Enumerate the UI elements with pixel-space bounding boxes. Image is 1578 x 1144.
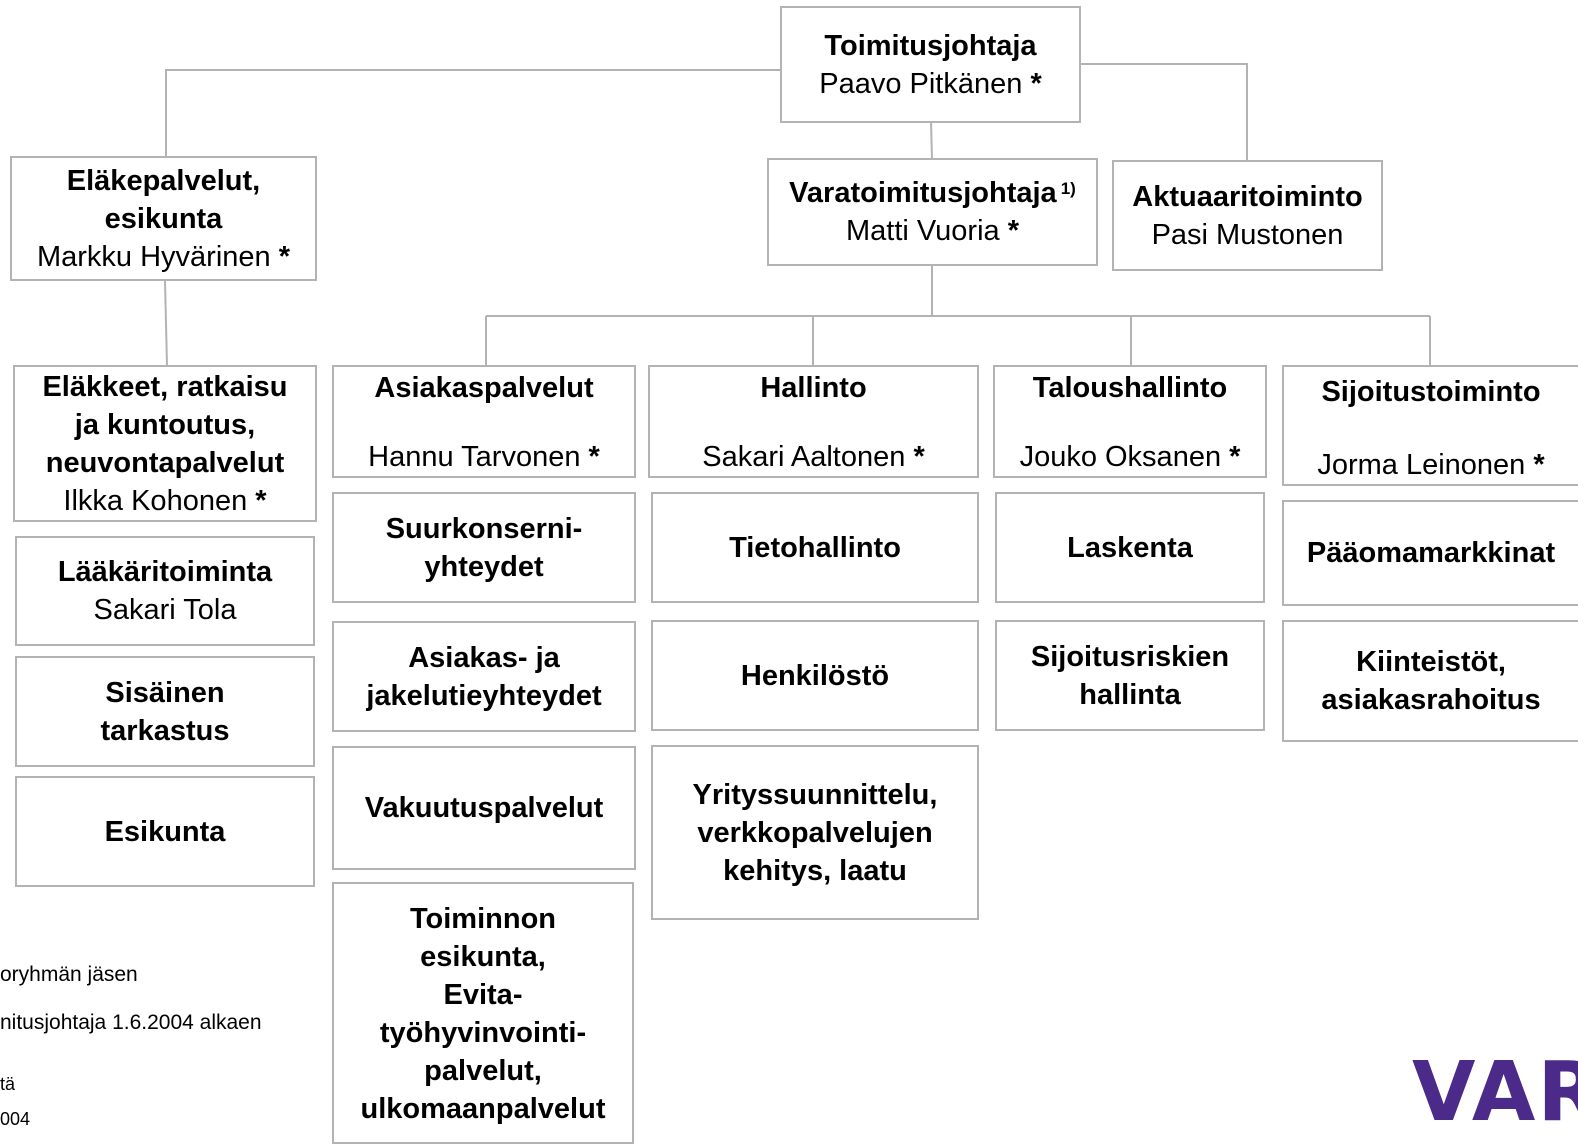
admin-name: Sakari Aaltonen (702, 441, 906, 473)
admin-division-box: Hallinto Sakari Aaltonen * (648, 365, 979, 478)
finance-division-box: Taloushallinto Jouko Oksanen * (993, 365, 1267, 478)
staff-box: Esikunta (15, 776, 315, 887)
investment-name: Jorma Leinonen (1317, 449, 1526, 481)
customer-unit-box: Vakuutuspalvelut (332, 746, 636, 870)
customer-name: Hannu Tarvonen (368, 441, 581, 473)
investment-mark: * (1533, 449, 1545, 481)
ceo-title: Toimitusjohtaja (824, 29, 1037, 62)
actuary-title: Aktuaaritoiminto (1132, 180, 1363, 213)
investment-unit-label: Kiinteistöt, (1356, 646, 1506, 678)
customer-unit-label: palvelut, (424, 1055, 542, 1087)
finance-title: Taloushallinto (1032, 372, 1228, 404)
admin-unit-label: Yrityssuunnittelu, (692, 778, 938, 811)
investment-unit-box: Kiinteistöt, asiakasrahoitus (1282, 620, 1578, 742)
footnote-line3: tä (0, 1074, 16, 1094)
deputy-mark: * (1007, 215, 1019, 247)
actuary-name: Pasi Mustonen (1151, 218, 1344, 251)
pension-head-line2: ja kuntoutus, (74, 408, 256, 441)
customer-unit-box: Asiakas- ja jakelutieyhteydet (332, 621, 636, 732)
investment-title: Sijoitustoiminto (1321, 376, 1541, 408)
customer-mark: * (588, 441, 600, 473)
customer-unit-label: esikunta, (420, 941, 546, 973)
footnote-line2: nitusjohtaja 1.6.2004 alkaen (0, 1011, 262, 1034)
ceo-mark: * (1030, 67, 1042, 100)
company-logo: VAR (1412, 1045, 1578, 1140)
medical-title: Lääkäritoiminta (57, 556, 273, 588)
ceo-box: Toimitusjohtaja Paavo Pitkänen * (780, 6, 1081, 123)
customer-unit-label: Asiakas- ja (408, 641, 560, 674)
admin-unit-label: kehitys, laatu (723, 854, 907, 887)
finance-unit-box: Sijoitusriskien hallinta (995, 620, 1265, 731)
admin-unit-box: Yrityssuunnittelu, verkkopalvelujen kehi… (651, 745, 979, 920)
staff-title: Esikunta (104, 815, 226, 848)
pension-title-line2: esikunta (104, 202, 223, 235)
customer-unit-label: ulkomaanpalvelut (360, 1093, 606, 1125)
investment-division-box: Sijoitustoiminto Jorma Leinonen * (1282, 365, 1578, 486)
admin-unit-box: Tietohallinto (651, 492, 979, 603)
customer-unit-label: Suurkonserni- (385, 512, 583, 545)
pension-head-line1: Eläkkeet, ratkaisu (42, 370, 288, 403)
finance-name: Jouko Oksanen (1019, 441, 1222, 473)
deputy-note-ref: 1) (1060, 179, 1076, 198)
customer-unit-label: Vakuutuspalvelut (364, 792, 604, 824)
customer-unit-label: Toiminnon (409, 903, 557, 935)
medical-box: Lääkäritoiminta Sakari Tola (15, 536, 315, 646)
ceo-name: Paavo Pitkänen (819, 67, 1023, 100)
customer-title: Asiakaspalvelut (374, 372, 594, 404)
deputy-name: Matti Vuoria (845, 215, 1000, 247)
customer-unit-label: Evita- (443, 979, 523, 1011)
admin-unit-label: Tietohallinto (729, 531, 901, 564)
customer-unit-label: työhyvinvointi- (379, 1017, 587, 1049)
finance-unit-label: Sijoitusriskien (1030, 640, 1230, 673)
investment-unit-box: Pääomamarkkinat (1282, 500, 1578, 606)
investment-unit-label: asiakasrahoitus (1321, 684, 1541, 716)
customer-unit-box: Suurkonserni- yhteydet (332, 492, 636, 603)
audit-line2: tarkastus (100, 714, 230, 747)
pension-head-name: Ilkka Kohonen (63, 484, 248, 517)
admin-title: Hallinto (760, 372, 867, 404)
finance-unit-label: hallinta (1079, 678, 1181, 711)
finance-unit-label: Laskenta (1067, 531, 1193, 564)
admin-unit-label: verkkopalvelujen (697, 816, 933, 849)
admin-unit-label: Henkilöstö (740, 659, 890, 692)
admin-mark: * (913, 441, 925, 473)
customer-unit-label: yhteydet (424, 550, 544, 583)
pension-head-line3: neuvontapalvelut (45, 446, 285, 479)
deputy-title: Varatoimitusjohtaja (789, 177, 1057, 209)
finance-unit-box: Laskenta (995, 492, 1265, 603)
pension-head-box: Eläkkeet, ratkaisu ja kuntoutus, neuvont… (13, 365, 317, 522)
pension-title-line1: Eläkepalvelut, (66, 164, 261, 197)
admin-unit-box: Henkilöstö (651, 620, 979, 731)
audit-box: Sisäinen tarkastus (15, 656, 315, 767)
medical-name: Sakari Tola (93, 594, 237, 626)
finance-mark: * (1229, 441, 1241, 473)
customer-unit-label: jakelutieyhteydet (366, 679, 602, 712)
footnote-line1: oryhmän jäsen (0, 963, 138, 986)
audit-line1: Sisäinen (105, 676, 225, 709)
pension-name: Markku Hyvärinen (36, 240, 271, 273)
investment-unit-label: Pääomamarkkinat (1306, 537, 1556, 569)
customer-unit-box: Toiminnon esikunta, Evita- työhyvinvoint… (332, 882, 634, 1144)
actuary-box: Aktuaaritoiminto Pasi Mustonen (1112, 160, 1383, 271)
customer-division-box: Asiakaspalvelut Hannu Tarvonen * (332, 365, 636, 478)
footnote-line4: 004 (0, 1109, 31, 1129)
pension-head-mark: * (255, 484, 267, 517)
pension-services-box: Eläkepalvelut, esikunta Markku Hyvärinen… (10, 156, 317, 281)
pension-mark: * (278, 240, 291, 273)
